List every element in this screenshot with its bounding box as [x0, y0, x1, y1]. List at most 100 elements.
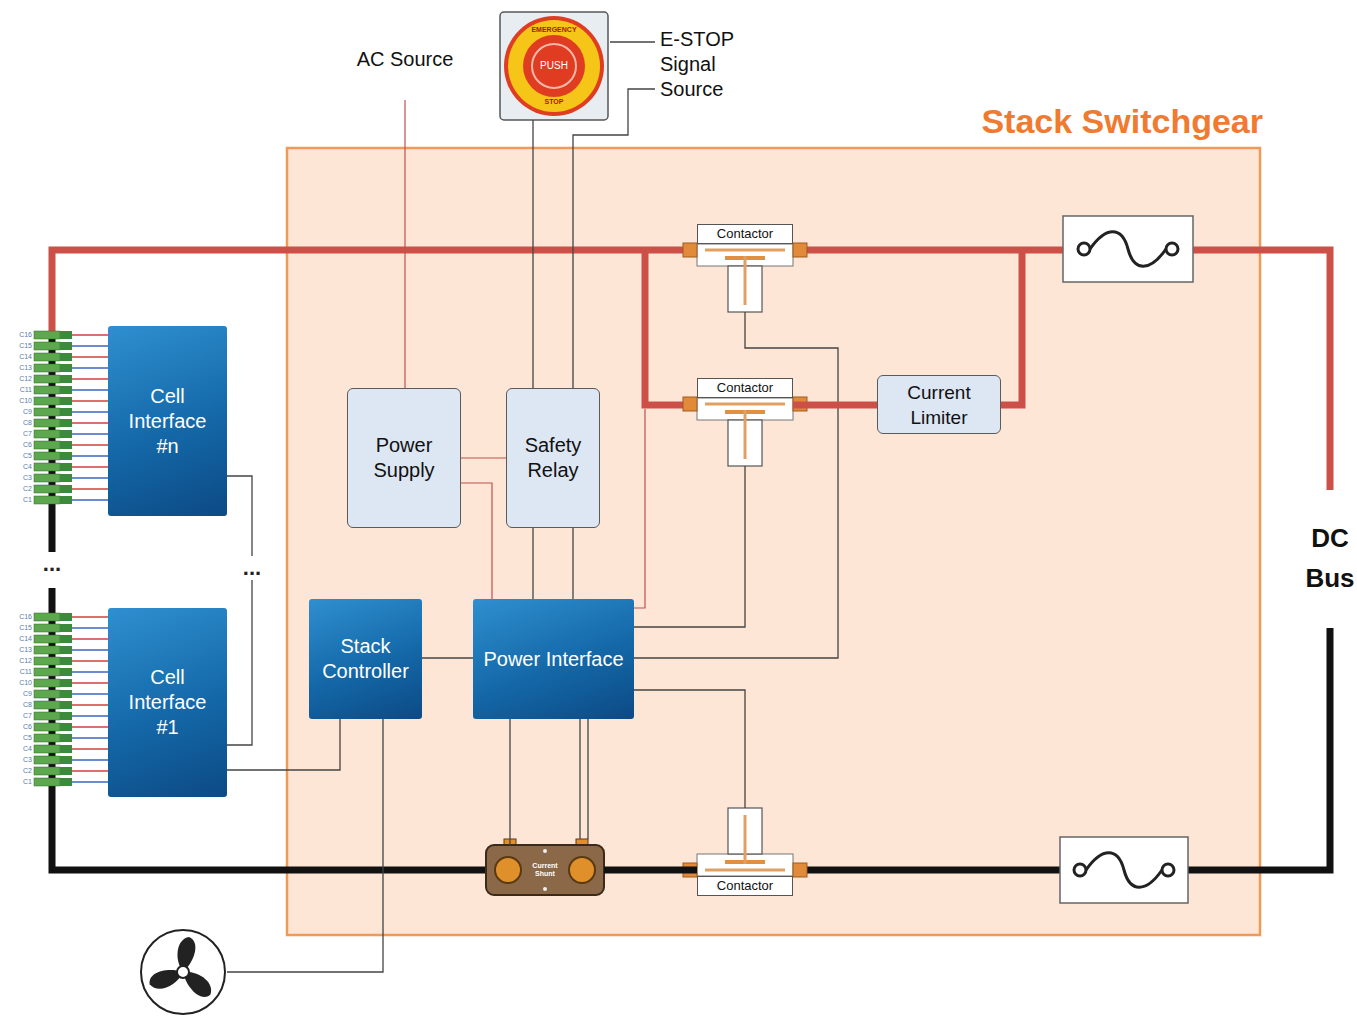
pin-name: C1 — [2, 495, 32, 505]
cell-connector-pins — [72, 488, 108, 489]
cell-connector-pins — [34, 364, 60, 372]
cell-connector-pins — [72, 616, 108, 617]
cell-connector-pins — [72, 345, 108, 346]
node-label: Contactor — [697, 378, 793, 398]
contactor-symbol — [744, 410, 747, 459]
cell-connector-pins — [72, 715, 108, 716]
negative-bus — [52, 335, 1330, 870]
cell-connector-pins — [60, 386, 72, 394]
contactor-symbol — [744, 815, 747, 864]
cell-connector-pins — [72, 627, 108, 628]
contactor-symbol — [793, 243, 807, 257]
pin-name: C4 — [2, 462, 32, 472]
power-bus — [793, 402, 877, 409]
node-label: EMERGENCY — [500, 26, 608, 34]
cell-connector-pins — [60, 756, 72, 764]
cell-connector-pins — [34, 635, 60, 643]
control-wire — [509, 719, 510, 845]
supply-wire — [405, 100, 645, 608]
pin-name: C7 — [2, 429, 32, 439]
control-wire — [573, 89, 655, 388]
control-wire — [579, 719, 580, 839]
fuse-symbol — [1090, 232, 1166, 267]
cell-connector-pins — [60, 485, 72, 493]
fuse-symbol — [1166, 243, 1178, 255]
node-label: Contactor — [697, 224, 793, 244]
cell-connector-pins — [60, 657, 72, 665]
positive-bus — [52, 250, 1330, 490]
node-label: PUSH — [500, 60, 608, 71]
cell-connector-pins — [72, 682, 108, 683]
component-box: Safety Relay — [506, 388, 600, 528]
cell-connector-pins — [34, 485, 60, 493]
cell-connector-pins — [60, 342, 72, 350]
cell-connector-pins — [34, 778, 60, 786]
component-box: Power Supply — [347, 388, 461, 528]
current-shunt-symbol — [486, 845, 604, 895]
pin-name: C6 — [2, 722, 32, 732]
supply-wire — [404, 100, 405, 388]
cell-connector-pins — [72, 737, 108, 738]
contactor-symbol — [683, 397, 697, 411]
positive-bus — [1193, 250, 1330, 490]
node-label: Power Interface — [483, 647, 623, 672]
cell-connector-pins — [60, 613, 72, 621]
cell-connector-pins — [60, 441, 72, 449]
control-wire — [572, 528, 573, 599]
cell-connector-pins — [34, 452, 60, 460]
cell-interface-box: Cell Interface #n — [108, 326, 227, 516]
pin-name: C14 — [2, 352, 32, 362]
contactor-symbol — [683, 243, 807, 312]
pin-name: C16 — [2, 612, 32, 622]
cell-connector-pins — [34, 690, 60, 698]
cell-connector-pins — [72, 660, 108, 661]
cell-connector-pins — [60, 712, 72, 720]
cell-connector-pins — [60, 397, 72, 405]
current-shunt-symbol — [543, 849, 547, 853]
fuse-symbol — [1060, 837, 1188, 903]
pin-name: C3 — [2, 473, 32, 483]
fuse-symbol — [1086, 853, 1162, 888]
cell-connector-pins — [72, 704, 108, 705]
switchgear-enclosure: Stack SwitchgearPower SupplySafety Relay… — [287, 148, 1260, 935]
cell-connector-pins — [72, 422, 108, 423]
pin-name: C8 — [2, 418, 32, 428]
signal-name: DC Bus — [1303, 518, 1357, 598]
cell-connector-pins — [60, 635, 72, 643]
cell-connector-pins — [72, 499, 108, 500]
contactor-symbol — [744, 256, 747, 305]
contactor-symbol — [683, 808, 807, 877]
cell-connector-pins — [34, 767, 60, 775]
pin-name: C12 — [2, 656, 32, 666]
current-shunt-symbol — [486, 839, 604, 895]
node-label: Stack Controller — [317, 634, 414, 684]
controller-box: Power Interface — [473, 599, 634, 719]
node-label: Current Shunt — [528, 862, 562, 878]
control-wire — [634, 466, 745, 627]
cell-connector-pins — [34, 734, 60, 742]
node-label: Cell Interface #n — [116, 384, 219, 459]
node-label: Contactor — [697, 876, 793, 896]
supply-wire — [634, 409, 645, 608]
cell-interface-box: Cell Interface #1 — [108, 608, 227, 797]
control-wire — [227, 42, 655, 972]
current-shunt: Current Shunt — [486, 845, 604, 895]
cell-connector-pins — [60, 778, 72, 786]
cell-connector-pins — [34, 353, 60, 361]
fan-symbol — [141, 930, 225, 1014]
cell-connector-pins — [34, 474, 60, 482]
fuse-symbol — [1074, 864, 1086, 876]
contactor-symbol — [683, 397, 807, 466]
contactor-symbol — [705, 249, 785, 252]
node-label: Cell Interface #1 — [116, 665, 219, 740]
fuse-symbol — [1162, 864, 1174, 876]
cell-connector-pins — [60, 375, 72, 383]
contactor-symbol — [793, 863, 807, 877]
control-wire — [461, 457, 506, 458]
cell-connector-pins — [72, 367, 108, 368]
ellipsis-mark: ... — [32, 552, 72, 576]
cell-connector-pins — [34, 646, 60, 654]
cell-connector-pins — [60, 353, 72, 361]
